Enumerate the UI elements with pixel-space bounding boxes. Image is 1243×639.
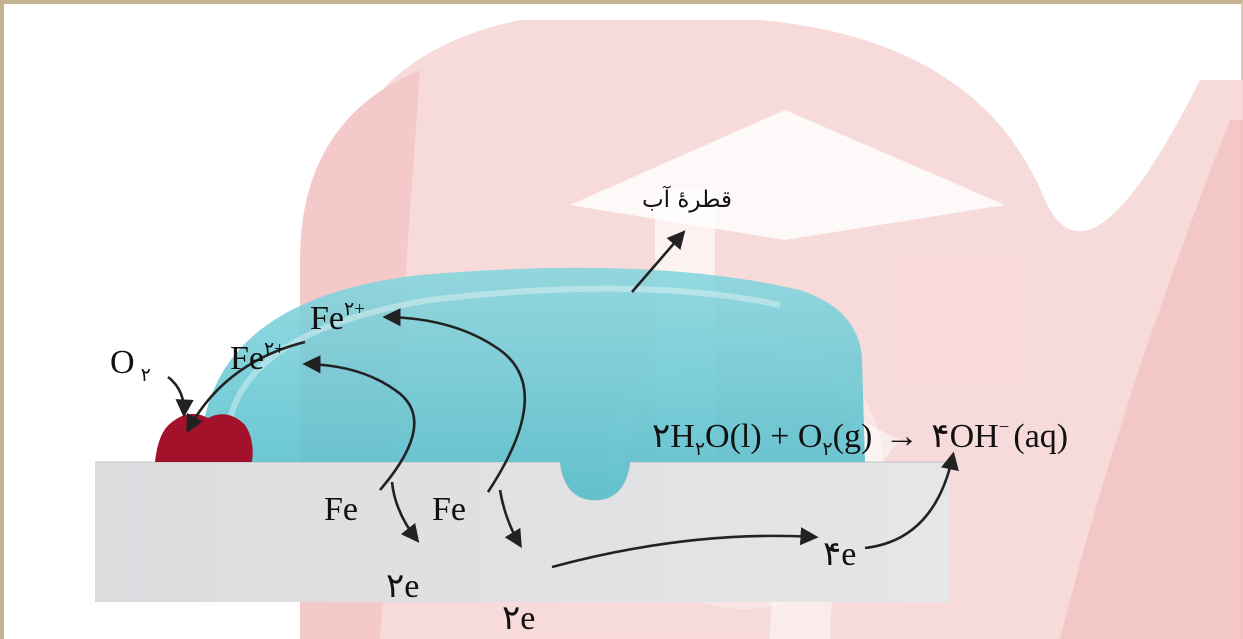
water-drop-pointer-arrow bbox=[631, 230, 686, 293]
electrons-label-right: ۲e bbox=[502, 600, 536, 637]
water-drop bbox=[200, 267, 865, 500]
arrows bbox=[167, 230, 959, 569]
reaction-arrow: → bbox=[884, 418, 919, 455]
oxygen-arrow bbox=[167, 375, 194, 418]
electrons-label-left: ۲e bbox=[386, 568, 420, 605]
fe-oxidation-arrow-right bbox=[382, 308, 527, 493]
fe-ion-label-right: Fe۲+ bbox=[310, 298, 365, 337]
fe-ion-label-left: Fe۲+ bbox=[230, 338, 285, 377]
water-drop-label: قطرهٔ آب bbox=[642, 187, 732, 213]
fe-label-left: Fe bbox=[324, 491, 358, 528]
electron-release-arrow-left bbox=[390, 481, 420, 543]
reduction-equation: ۲H۲O(l) + O۲(g) → ۴OH−(aq) bbox=[652, 416, 1069, 460]
iron-surface bbox=[95, 461, 950, 602]
electron-to-cathode-arrow bbox=[864, 451, 959, 550]
fe-oxidation-arrow-left bbox=[302, 355, 416, 491]
rust-deposit bbox=[155, 413, 253, 462]
fe-label-right: Fe bbox=[432, 491, 466, 528]
electron-flow-arrow bbox=[551, 527, 819, 569]
fe-ion-migration-arrow bbox=[186, 340, 306, 434]
electrons-label-total: ۴e bbox=[823, 536, 857, 573]
electron-release-arrow-right bbox=[498, 489, 522, 549]
